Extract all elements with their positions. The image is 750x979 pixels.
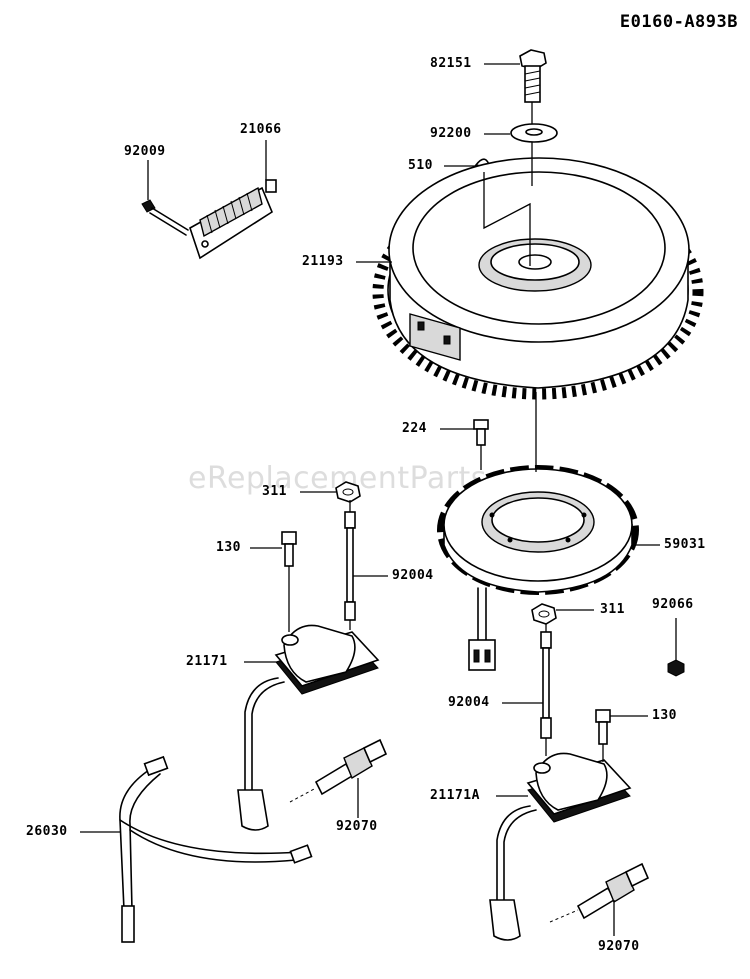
callout-21066[interactable]: 21066 [240,122,282,137]
stator-59031-part[interactable] [437,465,639,671]
nut-311-right-part[interactable] [531,603,557,625]
bolt-130-left-part[interactable] [281,531,297,567]
callout-21193[interactable]: 21193 [302,254,344,269]
callout-21171[interactable]: 21171 [186,654,228,669]
stud-92004-left-part[interactable] [344,511,356,621]
callout-92066[interactable]: 92066 [652,597,694,612]
nut-311-left-part[interactable] [335,481,361,503]
callout-59031[interactable]: 59031 [664,537,706,552]
callout-26030[interactable]: 26030 [26,824,68,839]
callout-92009[interactable]: 92009 [124,144,166,159]
flywheel-21193-part[interactable] [372,157,704,400]
bolt-130-right-part[interactable] [595,709,611,745]
callout-311-right[interactable]: 311 [600,602,625,617]
callout-92070-left[interactable]: 92070 [336,819,378,834]
harness-26030-part[interactable] [119,755,313,943]
callout-82151[interactable]: 82151 [430,56,472,71]
assembly-axis-lines [288,102,604,762]
washer-92200-part[interactable] [510,123,558,143]
spark-plug-92070-left-part[interactable] [314,738,388,796]
bolt-82151-part[interactable] [519,49,547,103]
callout-224[interactable]: 224 [402,421,427,436]
regulator-21066-part[interactable] [189,179,277,260]
callout-92004-left[interactable]: 92004 [392,568,434,583]
stud-92004-right-part[interactable] [540,631,552,739]
ignition-coil-21171-part[interactable] [237,624,380,831]
diagram-reference-code: E0160-A893B [619,12,738,32]
callout-130-left[interactable]: 130 [216,540,241,555]
callout-130-right[interactable]: 130 [652,708,677,723]
callout-21171a[interactable]: 21171A [430,788,480,803]
callout-92200[interactable]: 92200 [430,126,472,141]
spark-plug-92070-right-part[interactable] [576,862,650,920]
callout-510[interactable]: 510 [408,158,433,173]
nut-92066-part[interactable] [667,659,685,677]
ignition-coil-21171a-part[interactable] [489,752,632,941]
callout-92004-right[interactable]: 92004 [448,695,490,710]
callout-92070-right[interactable]: 92070 [598,939,640,954]
bolt-224-part[interactable] [473,419,489,446]
callout-311-left[interactable]: 311 [262,484,287,499]
leader-lines [80,63,677,936]
screw-92009-part[interactable] [141,199,189,236]
